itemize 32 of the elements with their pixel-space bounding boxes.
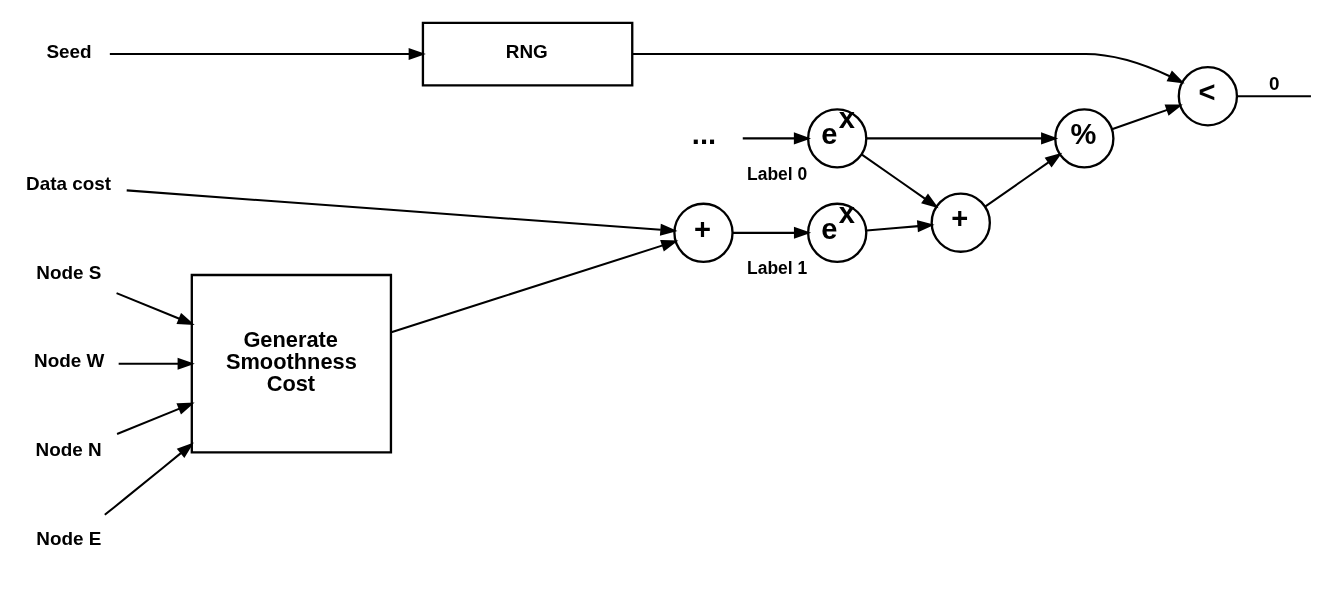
connector	[1237, 94, 1311, 97]
arrow	[104, 442, 194, 516]
node-label: Label 1	[747, 257, 808, 278]
arrow	[126, 188, 678, 236]
arrow	[118, 357, 195, 370]
node-circle: %	[1054, 107, 1115, 169]
node-label: Label 0	[747, 163, 808, 184]
arrow	[109, 47, 426, 60]
arrow	[866, 131, 1059, 144]
arrow	[116, 401, 195, 435]
edge-label: 0	[1268, 72, 1280, 94]
node-circle: +	[673, 202, 734, 263]
arrow	[116, 291, 195, 325]
arrow	[632, 52, 1185, 84]
node-text: ...	[691, 117, 717, 150]
arrow	[732, 226, 812, 239]
node-text: Node W	[34, 349, 105, 371]
node-text: Node N	[35, 438, 102, 460]
node-text: Data cost	[26, 172, 112, 194]
node-box: RNG	[421, 21, 634, 86]
node-text: Node E	[36, 527, 102, 549]
node-circle: +	[930, 191, 991, 253]
arrow	[984, 152, 1063, 207]
arrow	[861, 153, 939, 208]
node-text: Seed	[46, 40, 92, 62]
arrow	[866, 219, 935, 232]
arrow	[1111, 103, 1183, 130]
arrow	[391, 239, 679, 333]
node-text: Node S	[36, 261, 102, 282]
arrow	[742, 131, 812, 144]
node-circle: <	[1177, 65, 1239, 126]
node-box: Generate Smoothness Cost	[190, 273, 393, 453]
